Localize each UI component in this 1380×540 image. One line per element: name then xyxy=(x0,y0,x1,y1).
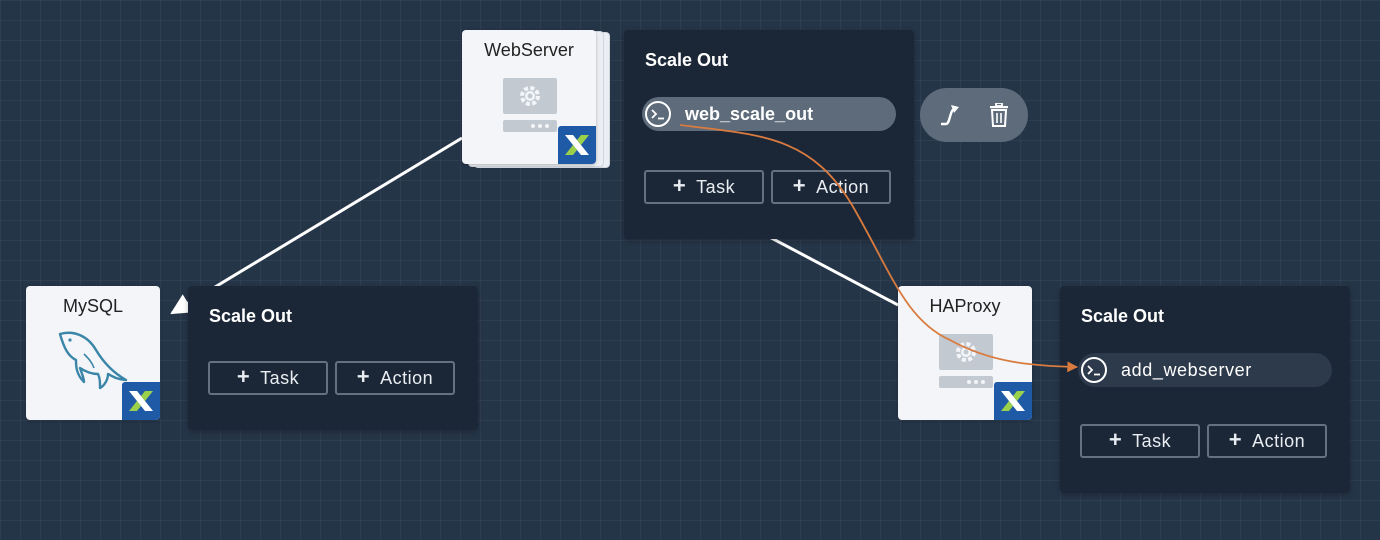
vm-service-icon xyxy=(503,78,557,137)
add-action-button[interactable]: + Action xyxy=(1207,424,1327,458)
plus-icon: + xyxy=(672,173,687,198)
task-add-webserver[interactable]: add_webserver xyxy=(1078,353,1332,387)
add-task-button[interactable]: + Task xyxy=(208,361,328,395)
plus-icon: + xyxy=(356,364,371,389)
mysql-dolphin-icon xyxy=(54,328,134,397)
mysql-node[interactable]: MySQL xyxy=(26,286,160,420)
nutanix-logo-icon xyxy=(558,126,596,164)
add-task-label: Task xyxy=(260,367,300,388)
task-toolbar xyxy=(920,88,1028,142)
webserver-action-panel: Scale Out web_scale_out + Task + Action xyxy=(624,30,914,239)
add-action-button[interactable]: + Action xyxy=(771,170,891,204)
task-label: web_scale_out xyxy=(685,103,814,124)
plus-icon: + xyxy=(1228,427,1243,452)
vm-service-icon xyxy=(939,334,993,393)
panel-title: Scale Out xyxy=(1081,306,1165,326)
task-web-scale-out[interactable]: web_scale_out xyxy=(642,97,896,131)
nutanix-logo-icon xyxy=(122,382,160,420)
connect-arrow-icon[interactable] xyxy=(936,101,964,129)
plus-icon: + xyxy=(1108,427,1123,452)
add-task-label: Task xyxy=(696,176,736,197)
node-title: HAProxy xyxy=(929,296,1001,316)
plus-icon: + xyxy=(236,364,251,389)
node-title: WebServer xyxy=(484,40,574,60)
node-title: MySQL xyxy=(62,296,123,316)
mysql-action-panel: Scale Out + Task + Action xyxy=(188,286,478,430)
terminal-icon xyxy=(645,101,671,127)
task-label: add_webserver xyxy=(1121,359,1252,380)
add-task-button[interactable]: + Task xyxy=(1080,424,1200,458)
add-task-button[interactable]: + Task xyxy=(644,170,764,204)
haproxy-action-panel: Scale Out add_webserver + Task + Action xyxy=(1060,286,1350,493)
trash-icon[interactable] xyxy=(985,101,1013,129)
nutanix-logo-icon xyxy=(994,382,1032,420)
add-action-label: Action xyxy=(816,176,870,197)
add-action-button[interactable]: + Action xyxy=(335,361,455,395)
webserver-node[interactable]: WebServer xyxy=(462,30,596,164)
add-action-label: Action xyxy=(1252,430,1306,451)
add-action-label: Action xyxy=(380,367,434,388)
plus-icon: + xyxy=(792,173,807,198)
terminal-icon xyxy=(1081,357,1107,383)
panel-title: Scale Out xyxy=(645,50,729,70)
add-task-label: Task xyxy=(1132,430,1172,451)
edge-haproxy-to-webserver-lower[interactable] xyxy=(759,230,899,307)
haproxy-node[interactable]: HAProxy xyxy=(898,286,1032,420)
panel-title: Scale Out xyxy=(209,306,293,326)
